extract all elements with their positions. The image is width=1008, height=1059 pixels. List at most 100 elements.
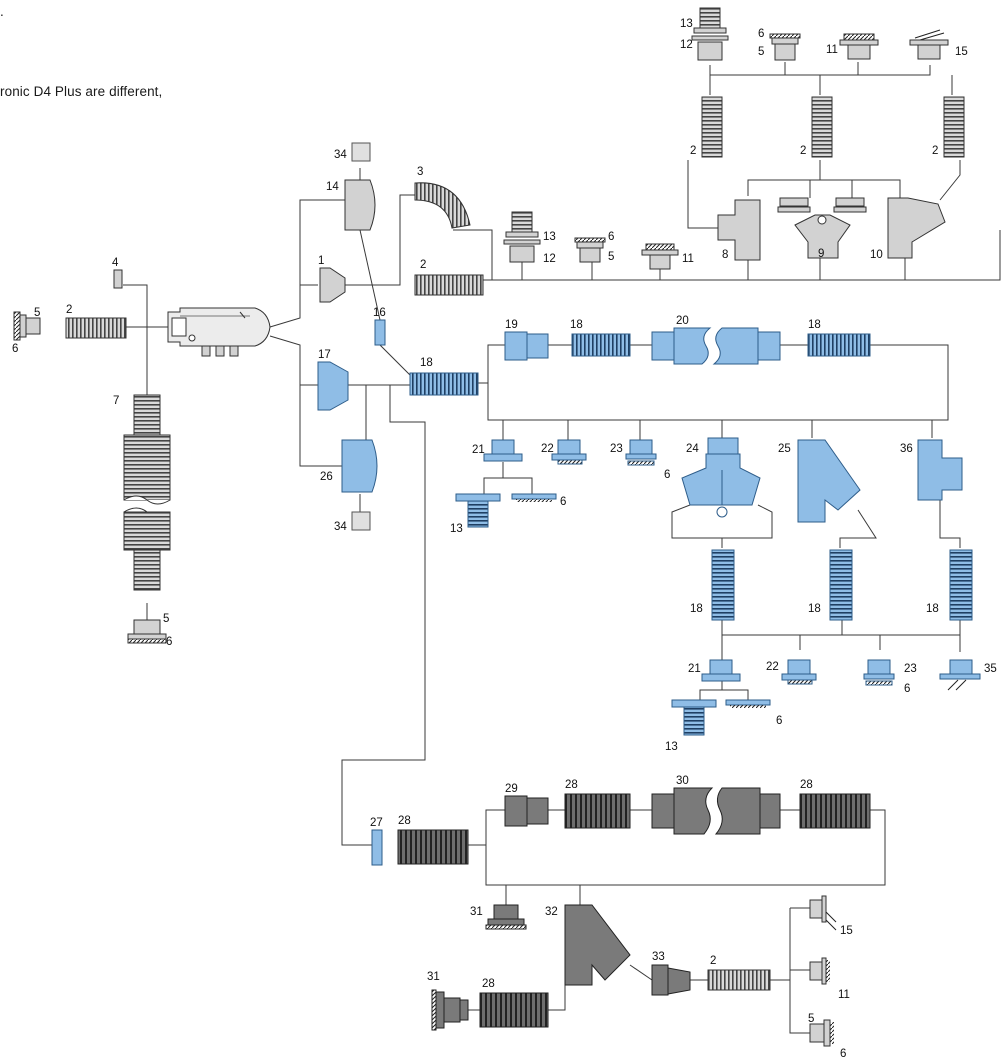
hose-28-d: 28 <box>480 978 548 1027</box>
part-15-bottom: 15 <box>810 896 853 937</box>
svg-text:18: 18 <box>570 319 583 331</box>
svg-text:33: 33 <box>652 951 665 963</box>
svg-text:28: 28 <box>398 815 411 827</box>
svg-text:25: 25 <box>778 443 791 455</box>
svg-text:27: 27 <box>370 817 383 829</box>
svg-text:34: 34 <box>334 521 347 533</box>
part-6-5-top: 6 5 <box>758 28 800 60</box>
hose-18-f: 18 <box>926 550 972 620</box>
part-21-a: 21 <box>472 440 522 461</box>
svg-text:34: 34 <box>334 149 347 161</box>
svg-text:15: 15 <box>955 46 968 58</box>
part-6-b: 6 <box>726 700 782 727</box>
svg-text:18: 18 <box>808 603 821 615</box>
part-31-a: 31 <box>470 905 526 929</box>
part-19-connector: 19 <box>505 319 548 360</box>
part-15-top: 15 <box>910 30 968 59</box>
part-34-top: 34 <box>334 143 370 161</box>
svg-text:18: 18 <box>420 357 433 369</box>
svg-text:6: 6 <box>608 231 614 243</box>
svg-text:12: 12 <box>543 253 556 265</box>
svg-text:36: 36 <box>900 443 913 455</box>
svg-text:5: 5 <box>608 251 614 263</box>
svg-text:2: 2 <box>710 955 716 967</box>
part-10-y-piece: 10 <box>870 198 945 261</box>
svg-text:24: 24 <box>686 443 699 455</box>
heater-unit <box>168 308 270 356</box>
svg-text:18: 18 <box>808 319 821 331</box>
svg-text:5: 5 <box>758 46 764 58</box>
part-13-12-top: 13 12 <box>680 8 728 60</box>
part-5-6-left: 5 6 <box>12 307 40 355</box>
svg-text:23: 23 <box>904 663 917 675</box>
hose-2-bottom: 2 <box>708 955 770 990</box>
hose-7-exhaust: 7 <box>113 395 170 590</box>
part-9-y-piece: 9 <box>778 198 866 260</box>
svg-text:11: 11 <box>682 253 694 265</box>
hose-28-c: 28 <box>800 779 870 828</box>
svg-text:16: 16 <box>373 307 386 319</box>
svg-text:30: 30 <box>676 775 689 787</box>
part-22-b: 22 <box>766 660 816 684</box>
part-29-connector: 29 <box>505 783 548 826</box>
svg-text:13: 13 <box>665 741 678 753</box>
svg-text:13: 13 <box>680 18 693 30</box>
svg-text:5: 5 <box>163 613 169 625</box>
part-6-a: 6 <box>512 494 566 508</box>
svg-text:18: 18 <box>690 603 703 615</box>
svg-text:35: 35 <box>984 663 997 675</box>
svg-text:6: 6 <box>904 683 910 695</box>
hose-18-e: 18 <box>808 550 852 620</box>
svg-text:2: 2 <box>932 145 938 157</box>
svg-text:6: 6 <box>12 343 18 355</box>
part-27: 27 <box>370 817 383 865</box>
svg-text:6: 6 <box>758 28 764 40</box>
part-1-reducer: 1 <box>318 255 345 302</box>
part-22-a: 22 <box>541 440 586 464</box>
hose-2-left: 2 <box>66 304 126 338</box>
hose-2-mid: 2 <box>415 259 483 295</box>
part-5-6-bottom: 5 6 <box>808 1013 846 1059</box>
svg-text:6: 6 <box>840 1048 846 1059</box>
part-11-mid: 11 <box>642 244 694 269</box>
svg-text:28: 28 <box>565 779 578 791</box>
svg-text:21: 21 <box>472 444 485 456</box>
svg-text:21: 21 <box>688 663 701 675</box>
svg-text:29: 29 <box>505 783 518 795</box>
svg-text:26: 26 <box>320 471 333 483</box>
svg-text:19: 19 <box>505 319 518 331</box>
part-25-y-piece: 25 <box>778 440 860 522</box>
svg-text:4: 4 <box>112 257 119 269</box>
svg-text:14: 14 <box>326 181 339 193</box>
part-30-pipe: 30 <box>652 775 780 834</box>
hose-2-top-a: 2 <box>690 97 722 157</box>
svg-text:6: 6 <box>560 496 566 508</box>
svg-text:17: 17 <box>318 349 331 361</box>
svg-text:15: 15 <box>840 925 853 937</box>
hose-2-top-c: 2 <box>932 97 964 157</box>
svg-text:6: 6 <box>166 636 172 648</box>
svg-text:3: 3 <box>417 166 423 178</box>
part-13-a: 13 <box>450 494 500 535</box>
svg-text:23: 23 <box>610 443 623 455</box>
svg-text:2: 2 <box>66 304 72 316</box>
svg-text:28: 28 <box>800 779 813 791</box>
svg-text:2: 2 <box>690 145 696 157</box>
part-6-5-mid: 6 5 <box>575 231 614 263</box>
hose-28-a: 28 <box>398 815 468 864</box>
svg-text:2: 2 <box>800 145 806 157</box>
part-4: 4 <box>112 257 122 288</box>
part-14: 14 <box>326 180 375 230</box>
svg-text:7: 7 <box>113 395 119 407</box>
svg-text:12: 12 <box>680 39 693 51</box>
part-34-bottom: 34 <box>334 512 370 533</box>
svg-text:31: 31 <box>470 906 483 918</box>
part-31-b: 31 <box>427 971 468 1030</box>
svg-text:20: 20 <box>676 315 689 327</box>
part-13-b: 13 <box>665 700 716 753</box>
part-11-bottom: 11 <box>810 958 850 1001</box>
part-17-reducer: 17 <box>318 349 348 410</box>
part-20-pipe: 20 <box>652 315 780 364</box>
svg-text:2: 2 <box>420 259 426 271</box>
